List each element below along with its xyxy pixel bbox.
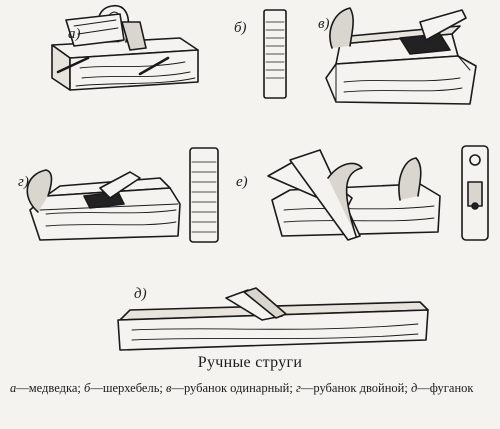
plane-g-top-view [189, 147, 219, 243]
label-g: г) [18, 174, 29, 190]
caption-item-letter: г [295, 381, 301, 395]
plane-e-opened [267, 149, 441, 241]
caption-item-text: —фуганок [417, 381, 474, 395]
label-e: е) [236, 174, 248, 190]
plane-e-top-view [461, 145, 489, 241]
label-d: д) [134, 286, 147, 302]
caption-item-letter: в [166, 381, 172, 395]
caption-title: Ручные струги [197, 354, 303, 371]
plane-a-medvedka [51, 4, 199, 91]
label-b: б) [234, 20, 247, 36]
label-a: а) [68, 26, 81, 42]
caption-item-letter: б [84, 381, 91, 395]
plane-g-double-plane [26, 169, 181, 241]
caption-item-text: —медведка; [16, 381, 85, 395]
label-v: в) [318, 16, 330, 32]
plane-b-top-view [263, 9, 287, 99]
caption-item-letter: д [410, 381, 418, 395]
caption-item-letter: а [10, 381, 17, 395]
plane-d-jointer [117, 287, 429, 351]
caption-legend: а—медведка; б—шерхебель; в—рубанок одина… [10, 380, 492, 397]
caption-item-text: —рубанок одинарный; [171, 381, 296, 395]
caption-item-text: —рубанок двойной; [300, 381, 411, 395]
caption-item-text: —шерхебель; [90, 381, 167, 395]
plane-v-single-plane [325, 7, 477, 105]
